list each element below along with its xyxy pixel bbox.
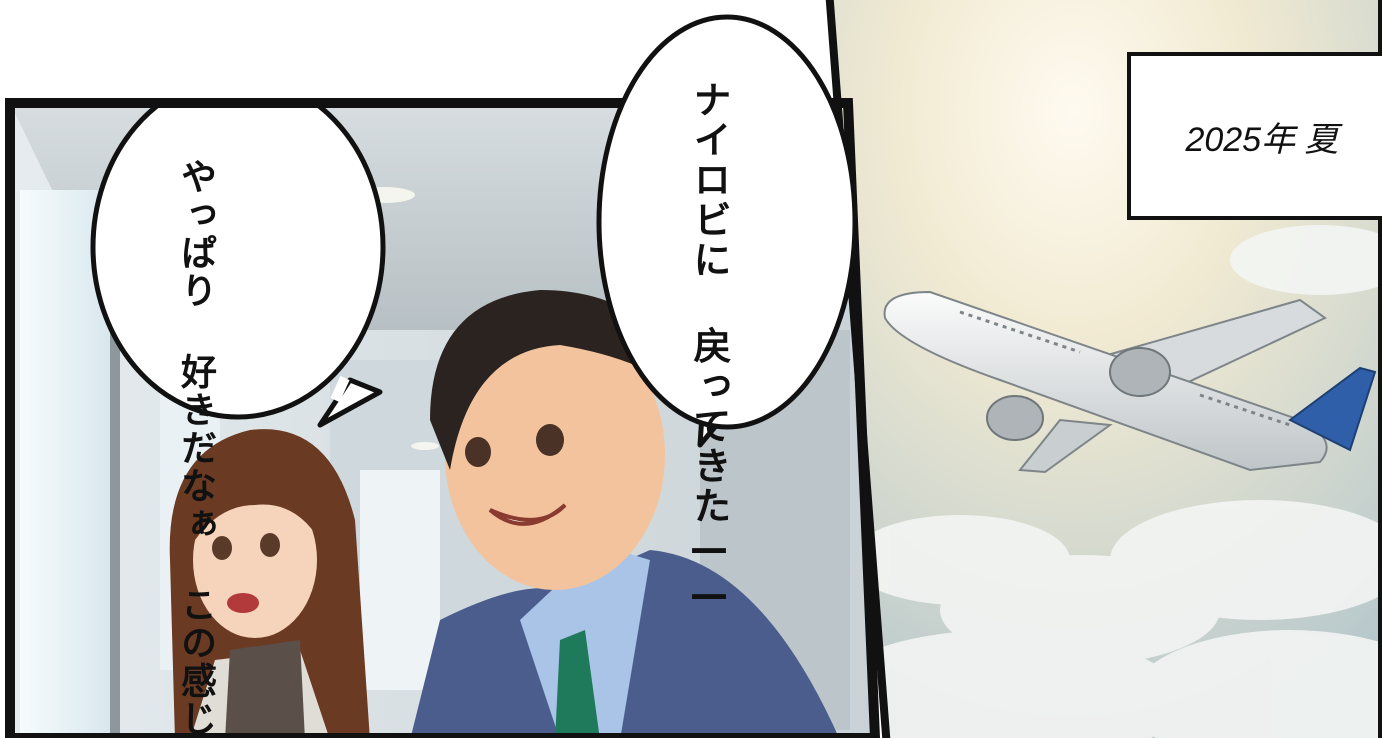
caption-text: 2025年 夏: [1185, 120, 1339, 159]
clouds: [829, 225, 1382, 738]
narration-caption-box: 2025年 夏: [1127, 52, 1382, 220]
speech-text-left: やっぱり 好きだなぁ この感じ: [175, 158, 216, 738]
airplane: [883, 290, 1377, 474]
speech-text-right: ナイロビに 戻ってきた——: [687, 80, 731, 618]
ceiling-light: [411, 442, 439, 450]
corridor-window: [360, 470, 440, 690]
